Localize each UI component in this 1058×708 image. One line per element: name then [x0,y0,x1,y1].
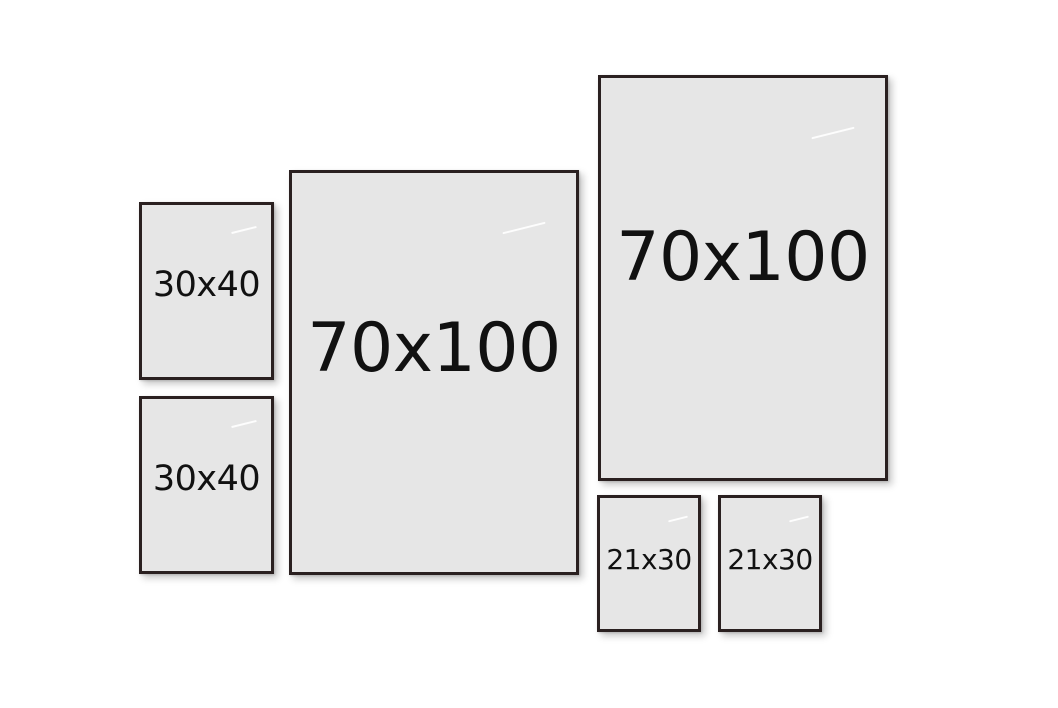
glass-reflection [231,419,257,429]
glass-reflection [789,515,809,523]
glass-reflection [811,126,855,140]
frame-30x40-bottom: 30x40 [139,396,274,574]
frame-size-label: 21x30 [727,543,813,576]
frame-21x30-right: 21x30 [718,495,822,632]
frame-size-label: 21x30 [606,543,692,576]
glass-reflection [502,221,546,235]
frame-21x30-left: 21x30 [597,495,701,632]
frame-size-label: 30x40 [152,459,261,499]
frame-size-label: 70x100 [307,309,561,388]
frame-70x100-right: 70x100 [598,75,888,481]
frame-size-label: 70x100 [616,218,870,297]
frame-30x40-top: 30x40 [139,202,274,380]
glass-reflection [231,225,257,235]
frame-70x100-left: 70x100 [289,170,579,575]
glass-reflection [668,515,688,523]
frame-size-label: 30x40 [152,265,261,305]
